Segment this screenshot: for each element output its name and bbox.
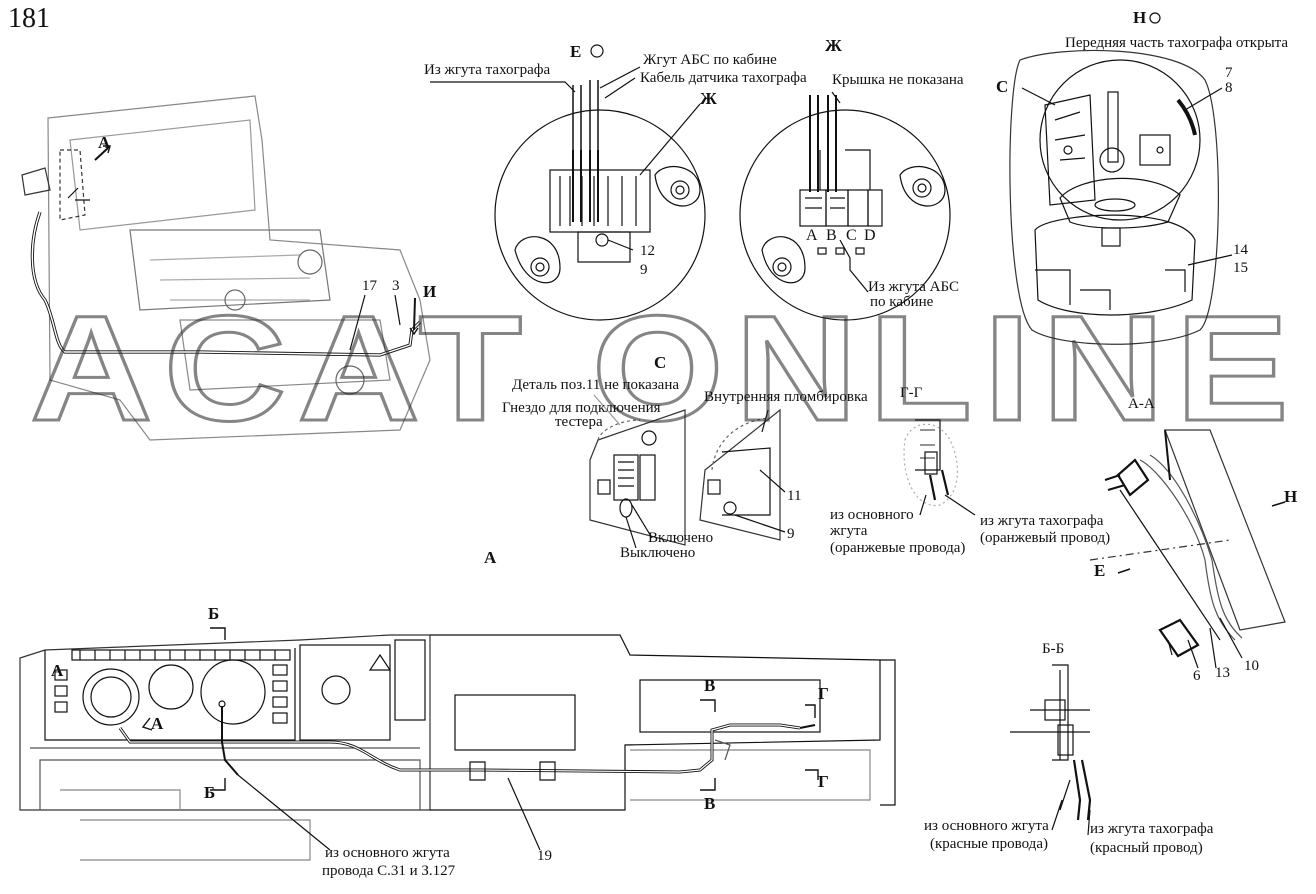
view-marker-a-engine: А xyxy=(98,133,111,152)
pos-14: 14 xyxy=(1233,242,1248,258)
label-tacho-sensor-cable: Кабель датчика тахографа xyxy=(640,70,807,86)
section-label-bb: Б-Б xyxy=(1042,641,1065,657)
label-detail-pos11: Деталь поз.11 не показана xyxy=(512,377,680,393)
label-orange-wires: (оранжевые провода) xyxy=(830,540,966,556)
detail-internal-seal xyxy=(699,408,786,541)
view-label-zh-top: Ж xyxy=(825,36,842,55)
label-c-upper: С xyxy=(996,77,1009,96)
section-b-b xyxy=(1010,664,1092,836)
pos-10: 10 xyxy=(1244,658,1259,674)
label-main-harness-wires-1: из основного жгута xyxy=(325,845,450,861)
view-marker-a-arrow: А xyxy=(151,714,164,733)
view-zh-tacho-connectors xyxy=(739,91,951,321)
view-label-e: Е xyxy=(570,42,582,61)
detail-c-switch xyxy=(589,394,686,549)
pos-9-lower: 9 xyxy=(787,526,795,542)
watermark: ACAT ONLINE xyxy=(29,283,1300,454)
label-from-main-harness-2: жгута xyxy=(830,523,868,539)
pin-d: D xyxy=(864,227,876,244)
label-tester-socket-2: тестера xyxy=(555,414,603,430)
section-marker-b-top: Б xyxy=(208,604,220,623)
label-from-tacho-harness: Из жгута тахографа xyxy=(424,62,551,78)
section-marker-v-bottom: В xyxy=(704,794,716,813)
watermark-text: ACAT ONLINE xyxy=(30,284,1300,452)
label-cover-not-shown: Крышка не показана xyxy=(832,72,964,88)
label-switched-on: Включено xyxy=(648,530,714,546)
label-from-tacho-harness-orange: из жгута тахографа xyxy=(980,513,1104,529)
section-marker-g-bottom: Г xyxy=(818,772,829,791)
view-label-c: С xyxy=(654,353,667,372)
page-number: 181 xyxy=(8,3,50,34)
direction-n: Н xyxy=(1284,487,1298,506)
view-e-tacho-back xyxy=(430,44,706,321)
pos-11: 11 xyxy=(787,488,802,504)
pin-b: B xyxy=(826,227,837,244)
section-label-aa: А-А xyxy=(1128,396,1155,412)
label-from-main-harness-red: из основного жгута xyxy=(924,818,1049,834)
pos-13: 13 xyxy=(1215,665,1230,681)
pos-15: 15 xyxy=(1233,260,1248,276)
label-orange-wire: (оранжевый провод) xyxy=(980,530,1111,546)
label-red-wires: (красные провода) xyxy=(930,836,1048,852)
label-abs-cab-harness: Жгут АБС по кабине xyxy=(643,52,777,68)
label-from-abs-harness-1: Из жгута АБС xyxy=(868,279,960,295)
pos-8: 8 xyxy=(1225,80,1233,96)
pos-12: 12 xyxy=(640,243,655,259)
direction-e: Е xyxy=(1094,561,1106,580)
section-g-g xyxy=(903,419,976,516)
pos-6: 6 xyxy=(1193,668,1201,684)
label-from-tacho-harness-red: из жгута тахографа xyxy=(1090,821,1214,837)
engine-cab-overview xyxy=(21,95,431,441)
view-n-tacho-open xyxy=(1009,12,1233,345)
label-main-harness-wires-2: провода С.31 и З.127 xyxy=(322,863,456,879)
pos-9-upper: 9 xyxy=(640,262,648,278)
label-internal-seal: Внутренняя пломбировка xyxy=(704,389,868,405)
pos-19: 19 xyxy=(537,848,552,864)
view-marker-a-dash: А xyxy=(51,661,64,680)
dashboard-view-a xyxy=(19,627,896,861)
label-tacho-front-open: Передняя часть тахографа открыта xyxy=(1065,35,1289,51)
section-label-gg: Г-Г xyxy=(900,385,923,401)
label-red-wire: (красный провод) xyxy=(1090,840,1203,856)
view-label-zh: Ж xyxy=(700,89,717,108)
section-marker-v-top: В xyxy=(704,676,716,695)
pos-3: 3 xyxy=(392,278,400,294)
view-label-n: Н xyxy=(1133,8,1147,27)
pin-a: A xyxy=(806,227,818,244)
label-from-main-harness-1: из основного xyxy=(830,507,914,523)
section-a-a xyxy=(1089,429,1286,669)
section-marker-b-bottom: Б xyxy=(204,783,216,802)
pos-17: 17 xyxy=(362,278,377,294)
view-marker-i: И xyxy=(423,282,437,301)
section-marker-g-top: Г xyxy=(818,684,829,703)
pin-c: C xyxy=(846,227,857,244)
label-from-abs-harness-2: по кабине xyxy=(870,294,934,310)
label-switched-off: Выключено xyxy=(620,545,696,561)
view-label-a: А xyxy=(484,548,497,567)
label-tester-socket-1: Гнездо для подключения xyxy=(502,400,661,416)
pos-7: 7 xyxy=(1225,65,1233,81)
